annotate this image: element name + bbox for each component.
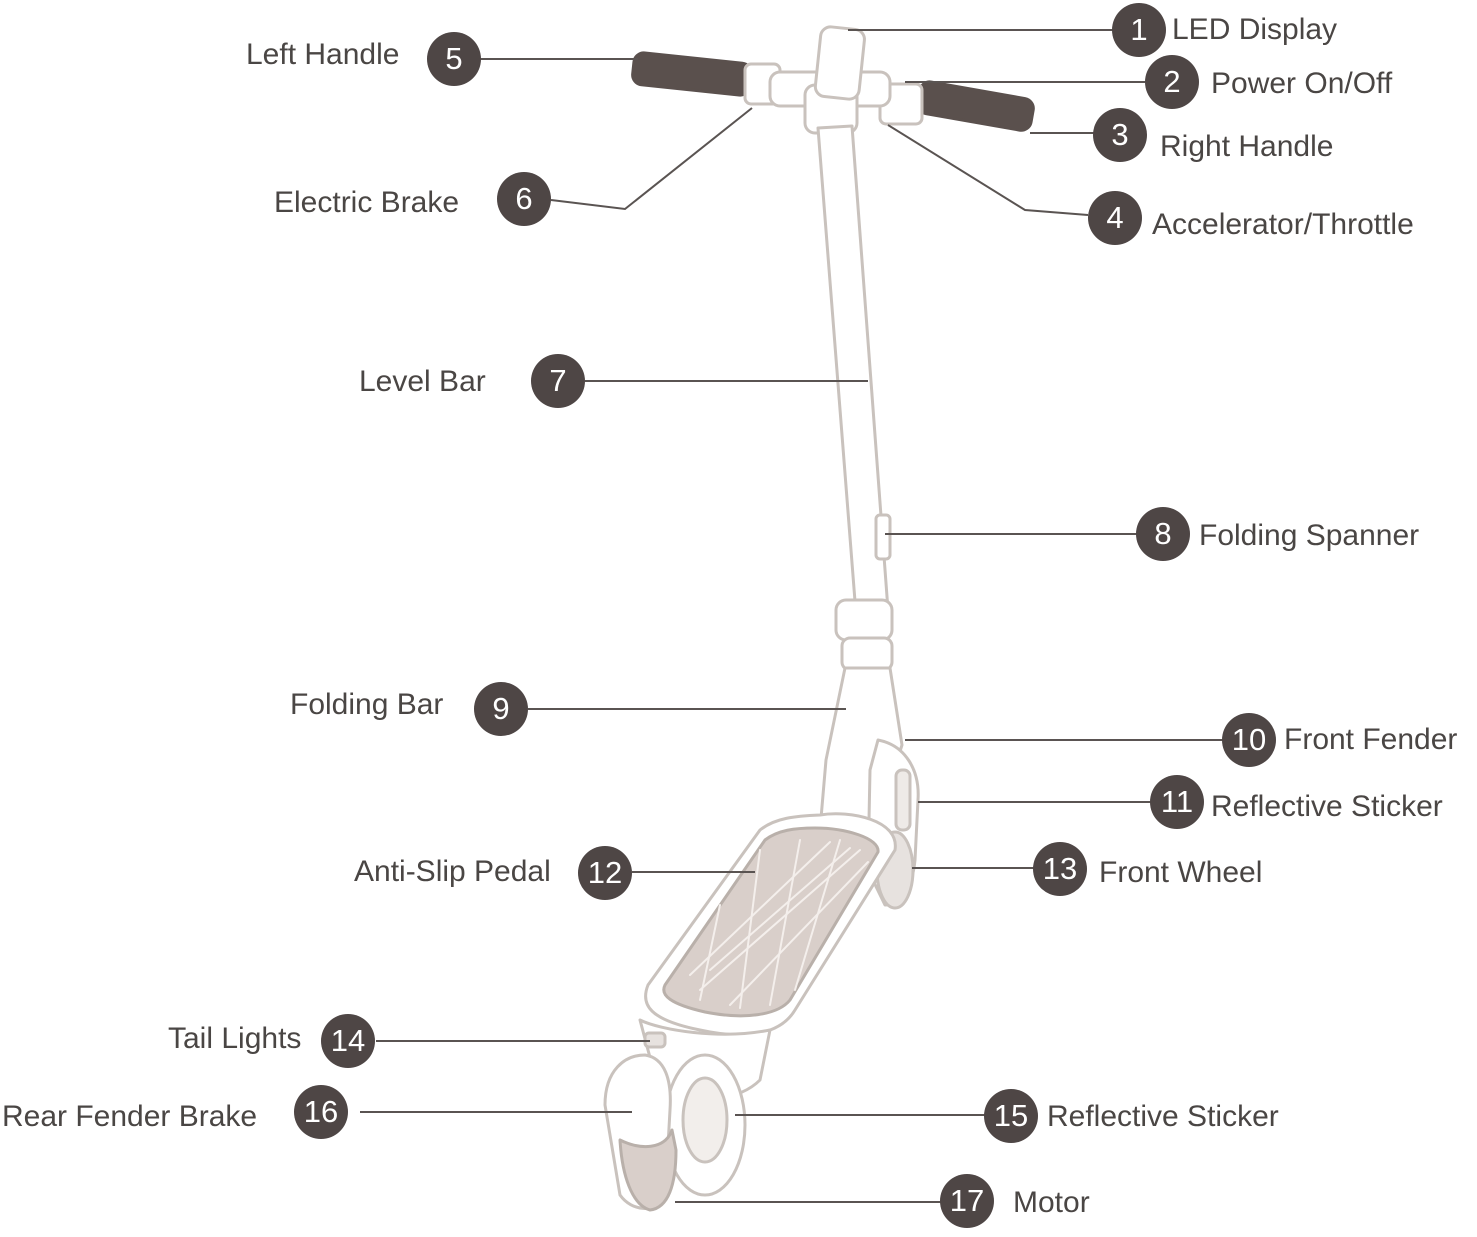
callout-badge-1: 1 [1112,3,1166,57]
leader-line-6 [550,107,753,211]
callout-badge-12: 12 [578,846,632,900]
callout-label-7: Level Bar [359,365,486,398]
callout-label-2: Power On/Off [1211,67,1393,100]
anti-slip-pattern [689,839,869,1009]
callout-badge-8: 8 [1136,507,1190,561]
callout-badge-11: 11 [1150,775,1204,829]
callout-badge-9: 9 [474,682,528,736]
leader-lines [360,29,1225,1203]
callout-badge-15: 15 [984,1089,1038,1143]
callout-label-15: Reflective Sticker [1047,1100,1279,1133]
callout-label-5: Left Handle [246,38,400,71]
callout-badge-14: 14 [321,1014,375,1068]
callout-badge-17: 17 [940,1174,994,1228]
callout-label-10: Front Fender [1284,723,1458,756]
callout-label-3: Right Handle [1160,130,1334,163]
callout-badge-6: 6 [497,172,551,226]
callout-badge-4: 4 [1088,191,1142,245]
callout-label-8: Folding Spanner [1199,519,1420,552]
callout-badge-13: 13 [1033,842,1087,896]
callout-label-4: Accelerator/Throttle [1152,208,1414,241]
callout-badge-5: 5 [427,32,481,86]
callout-label-14: Tail Lights [168,1022,302,1055]
callout-label-1: LED Display [1172,13,1338,46]
leader-line-4 [887,124,1089,216]
callout-label-11: Reflective Sticker [1211,790,1443,823]
callout-label-9: Folding Bar [290,688,444,721]
callout-badge-10: 10 [1222,713,1276,767]
callout-label-16: Rear Fender Brake [2,1100,258,1133]
callout-badge-3: 3 [1093,108,1147,162]
callout-label-17: Motor [1013,1186,1090,1219]
callout-label-12: Anti-Slip Pedal [354,855,551,888]
callout-badge-7: 7 [531,354,585,408]
scooter-illustration [603,25,1035,1212]
callout-label-6: Electric Brake [274,186,460,219]
callout-badge-2: 2 [1145,55,1199,109]
callout-label-13: Front Wheel [1099,856,1263,889]
callout-badge-16: 16 [294,1085,348,1139]
